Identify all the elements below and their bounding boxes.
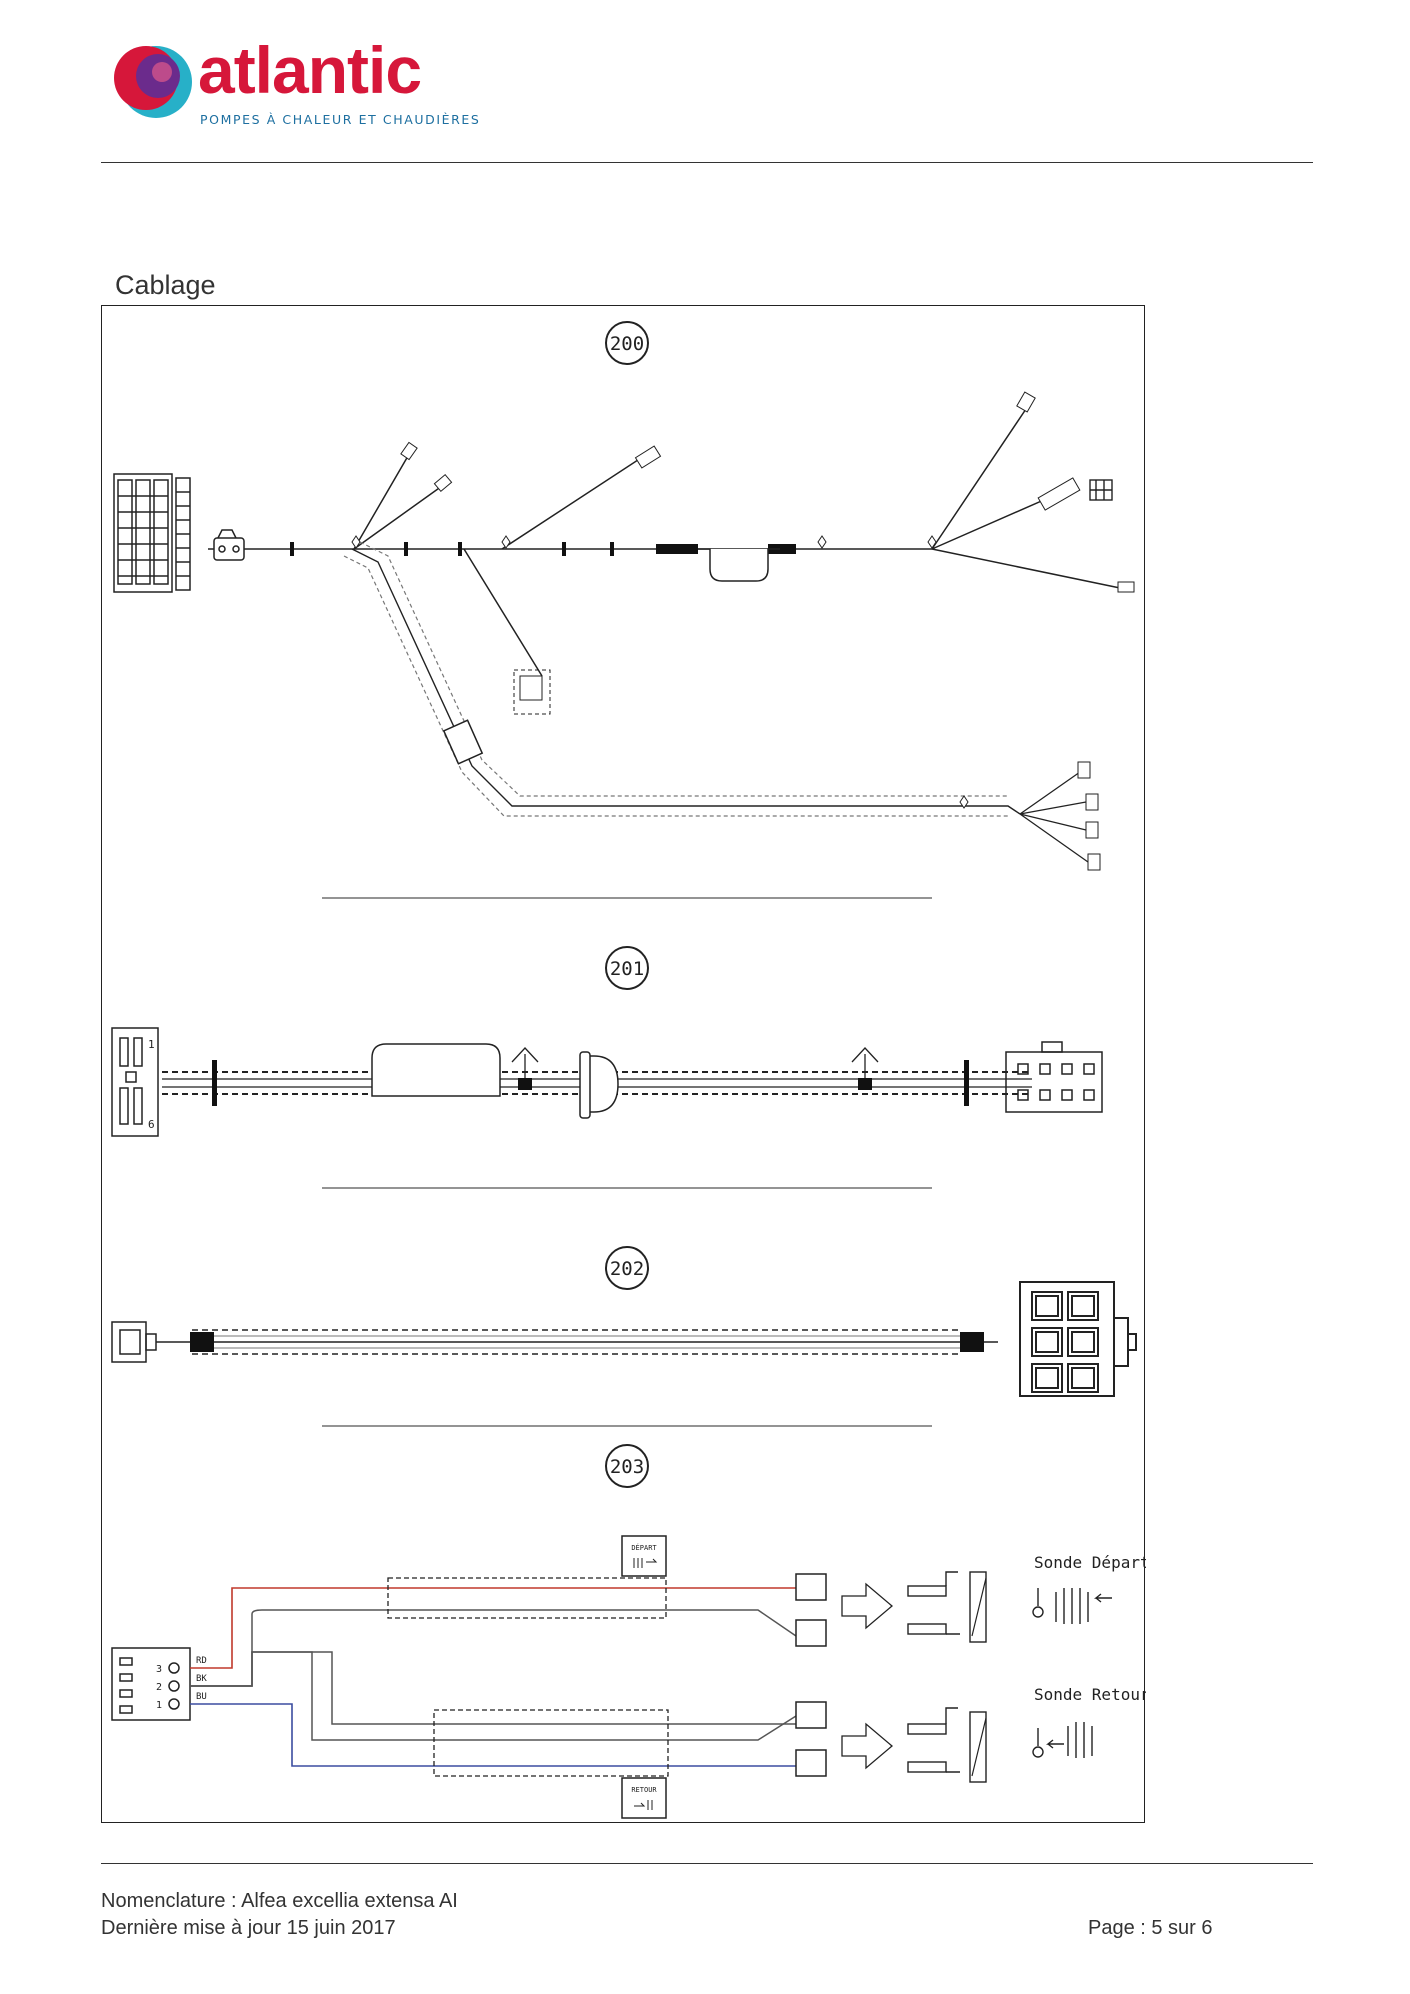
connector-202-right bbox=[1019, 1281, 1137, 1397]
pin-1-label-203: 1 bbox=[156, 1700, 162, 1711]
svg-text:DÉPART: DÉPART bbox=[631, 1543, 657, 1552]
brand-name: atlantic bbox=[198, 33, 422, 107]
ref-badge-202 bbox=[605, 1246, 649, 1290]
pin-1-label: 1 bbox=[148, 1038, 155, 1051]
ref-label-201: 201 bbox=[610, 958, 644, 980]
ref-badge-203 bbox=[605, 1444, 649, 1488]
wiring-diagram: 200 bbox=[111, 321, 1146, 1819]
sonde-retour-label: Sonde Retour bbox=[1034, 1685, 1146, 1704]
connection-arrows bbox=[841, 1582, 894, 1770]
atlantic-logo-icon bbox=[114, 46, 192, 118]
relay-symbol-200 bbox=[1089, 479, 1113, 501]
pin-3-label: 3 bbox=[156, 1664, 162, 1675]
terminal-block-200 bbox=[113, 473, 191, 593]
footer-nomenclature: Nomenclature : Alfea excellia extensa AI bbox=[101, 1890, 458, 1912]
wiring-diagram-frame: 200 bbox=[101, 305, 1146, 1823]
wire-label-rd: RD bbox=[196, 1656, 207, 1666]
ref-label-202: 202 bbox=[610, 1258, 644, 1280]
retour-tag bbox=[621, 1777, 667, 1819]
harness-202: 202 bbox=[111, 1246, 1137, 1427]
thermometer-radiator-icon-retour bbox=[1032, 1722, 1093, 1758]
brand-tagline: POMPES À CHALEUR ET CHAUDIÈRES bbox=[200, 112, 481, 127]
ref-badge-201 bbox=[605, 946, 649, 990]
harness-203: 203 3 2 1 RD BK BU DÉPART RETOUR bbox=[111, 1444, 1146, 1819]
sonde-depart-label: Sonde Départ bbox=[1034, 1553, 1146, 1572]
harness-201: 201 1 6 bbox=[111, 946, 1103, 1189]
svg-text:RETOUR: RETOUR bbox=[631, 1786, 657, 1794]
section-title: Cablage bbox=[115, 270, 216, 300]
harness-200: 200 bbox=[113, 321, 1135, 899]
thermometer-radiator-icon-depart bbox=[1032, 1588, 1112, 1624]
footer-page-number: Page : 5 sur 6 bbox=[1088, 1917, 1213, 1939]
wire-label-bu: BU bbox=[196, 1692, 207, 1702]
header-divider bbox=[101, 162, 1313, 163]
wire-label-bk: BK bbox=[196, 1674, 207, 1684]
brand-logo: atlantic POMPES À CHALEUR ET CHAUDIÈRES bbox=[112, 33, 492, 130]
depart-tag bbox=[621, 1535, 667, 1577]
plug-connector-200 bbox=[208, 529, 252, 561]
ref-label-203: 203 bbox=[610, 1456, 644, 1478]
wire-rd bbox=[190, 1587, 796, 1669]
pin-2-label: 2 bbox=[156, 1682, 162, 1693]
connector-201-right bbox=[1005, 1041, 1103, 1113]
connector-201-left bbox=[111, 1027, 159, 1137]
footer-divider bbox=[101, 1863, 1313, 1864]
ref-badge-200 bbox=[605, 321, 649, 365]
wire-bu bbox=[190, 1703, 796, 1767]
ref-label-200: 200 bbox=[610, 333, 644, 355]
footer-updated: Dernière mise à jour 15 juin 2017 bbox=[101, 1917, 396, 1939]
connector-203-left bbox=[111, 1647, 191, 1721]
pin-6-label: 6 bbox=[148, 1118, 155, 1131]
connector-202-left bbox=[111, 1321, 157, 1363]
